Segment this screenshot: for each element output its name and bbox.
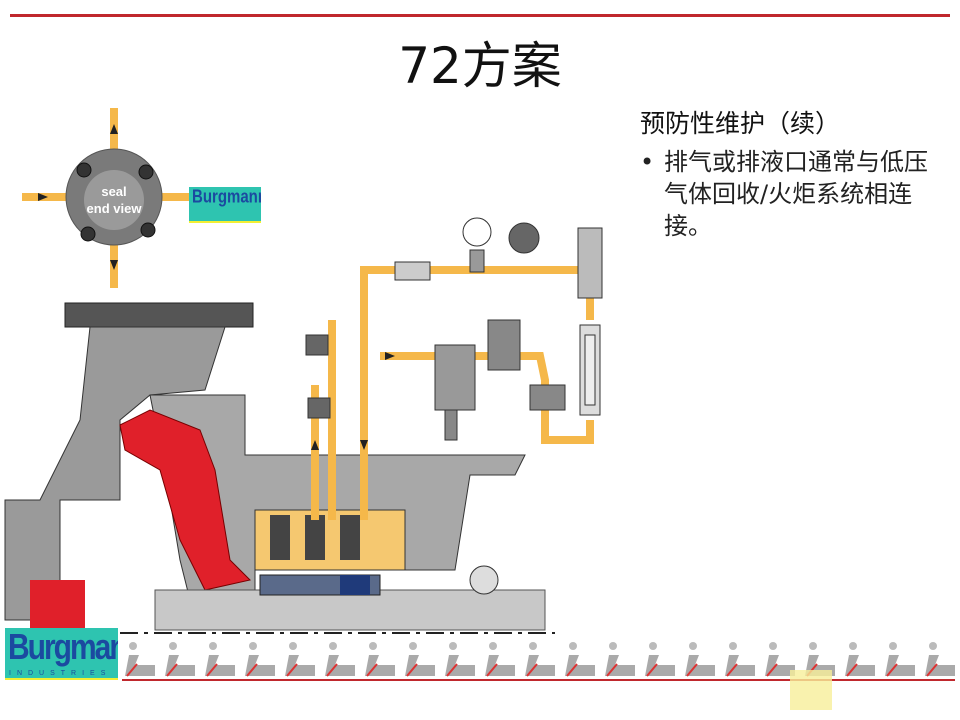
thumbnail <box>165 642 195 677</box>
burgmann-logo: BurgmannINDUSTRIES <box>5 628 118 680</box>
thumbnail <box>765 642 795 677</box>
thumbnail-strip <box>125 642 955 677</box>
thumbnail <box>925 642 955 677</box>
thumbnail <box>605 642 635 677</box>
instruments <box>305 217 603 441</box>
slide-title: 72方案 <box>398 37 562 95</box>
thumbnail <box>365 642 395 677</box>
thumbnail <box>845 642 875 677</box>
thumbnail <box>405 642 435 677</box>
thumbnail <box>245 642 275 677</box>
current-slide-highlight <box>790 670 832 710</box>
bullet-text: 排气或排液口通常与低压气体回收/火炬系统相连接。 <box>664 148 928 240</box>
thumbnail <box>325 642 355 677</box>
bullet-item: • 排气或排液口通常与低压气体回收/火炬系统相连接。 <box>640 146 950 242</box>
end-view-label: end view <box>87 201 143 216</box>
seal-end-view: seal end view <box>22 108 202 288</box>
burgmann-logo: Burgmann <box>189 187 261 223</box>
end-view-label: seal <box>101 184 126 199</box>
side-heading: 预防性维护（续） <box>640 109 841 138</box>
thumbnail <box>205 642 235 677</box>
thumbnail <box>885 642 915 677</box>
thumbnail <box>565 642 595 677</box>
title-rule <box>10 14 950 17</box>
side-panel: 预防性维护（续） • 排气或排液口通常与低压气体回收/火炬系统相连接。 <box>640 104 950 242</box>
thumbnail <box>445 642 475 677</box>
thumbnail <box>125 642 155 677</box>
pump-housing <box>4 302 555 634</box>
thumbnail <box>725 642 755 677</box>
thumbnail <box>285 642 315 677</box>
thumbnail <box>685 642 715 677</box>
thumbnail <box>485 642 515 677</box>
bullet-icon: • <box>640 148 655 176</box>
thumbnail <box>525 642 555 677</box>
thumbnail <box>645 642 675 677</box>
